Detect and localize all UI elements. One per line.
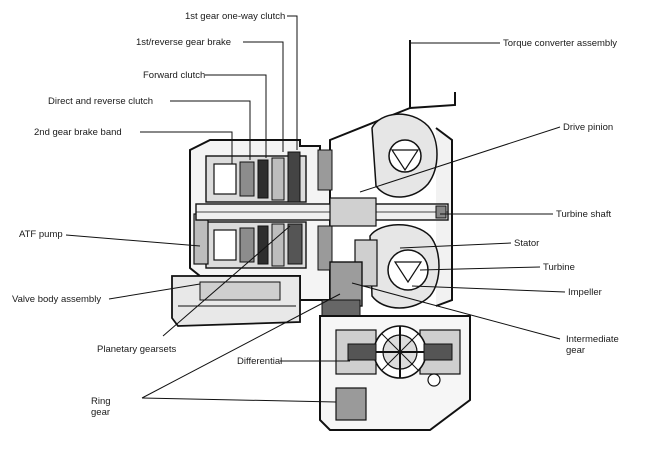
label-1st-gear-one-way-clutch: 1st gear one-way clutch xyxy=(185,11,286,22)
label-stator: Stator xyxy=(514,238,540,249)
leader-lines xyxy=(65,15,566,403)
label-intermediate-gear: Intermediate gear xyxy=(566,334,619,356)
label-planetary-gearsets: Planetary gearsets xyxy=(97,344,177,355)
label-torque-converter-assembly: Torque converter assembly xyxy=(503,38,618,49)
differential-gears xyxy=(347,325,453,379)
converter-lower-element xyxy=(354,224,440,309)
label-2nd-gear-brake-band: 2nd gear brake band xyxy=(34,127,122,138)
label-valve-body-assembly: Valve body assembly xyxy=(12,294,102,305)
label-direct-and-reverse-clutch: Direct and reverse clutch xyxy=(48,96,154,107)
label-drive-pinion: Drive pinion xyxy=(563,122,614,133)
label-differential: Differential xyxy=(237,356,283,367)
valve-body-drawing xyxy=(171,275,301,327)
label-turbine-shaft: Turbine shaft xyxy=(556,209,612,220)
label-1st-reverse-gear-brake: 1st/reverse gear brake xyxy=(136,37,232,48)
converter-upper-element xyxy=(371,113,438,198)
label-impeller: Impeller xyxy=(568,287,602,298)
label-ring-gear: Ring gear xyxy=(91,396,111,418)
label-atf-pump: ATF pump xyxy=(19,229,63,240)
turbine-shaft-drawing xyxy=(195,197,449,227)
label-turbine: Turbine xyxy=(543,262,575,273)
label-forward-clutch: Forward clutch xyxy=(143,70,206,81)
